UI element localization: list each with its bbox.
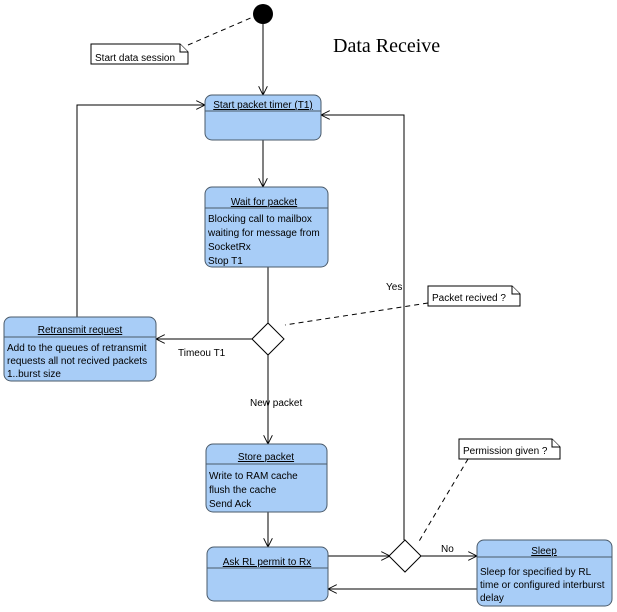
state-body-line: 1..burst size [7,369,61,380]
state-ask-rl-permit: Ask RL permit to Rx [206,546,329,602]
state-wait-for-packet: Wait for packet Blocking call to mailbox… [204,186,329,268]
initial-node [253,4,273,24]
edge-yes-to-timer [321,115,405,540]
state-body-line: delay [480,593,504,604]
state-store-packet: Store packet Write to RAM cache flush th… [205,443,328,513]
note-connector-start [187,16,254,46]
state-body-line: Stop T1 [208,256,243,267]
diagram-title: Data Receive [333,35,440,57]
svg-text:Permission given ?: Permission given ? [463,446,548,457]
state-body-line: Sleep for specified by RL [480,567,592,578]
note-packet-received: Packet recived ? [427,285,521,307]
state-retransmit-request: Retransmit request Add to the queues of … [3,316,157,382]
decision-packet-received [251,322,285,356]
svg-text:Start data session: Start data session [95,53,175,64]
note-connector-packet [284,302,429,326]
state-title: Start packet timer (T1) [213,100,312,111]
state-body-line: SocketRx [208,242,251,253]
state-body-line: Add to the queues of retransmit [7,343,147,354]
state-body-line: requests all not recived packets [7,356,147,367]
state-start-packet-timer: Start packet timer (T1) [204,94,322,141]
edge-label-no: No [441,544,454,555]
edge-label-new-packet: New packet [250,398,302,409]
state-body-line: Write to RAM cache [209,471,298,482]
state-title: Ask RL permit to Rx [223,557,312,568]
decision-permission [388,539,422,573]
state-title: Wait for packet [231,197,298,208]
note-connector-permission [417,458,469,544]
state-body-line: Send Ack [209,499,252,510]
state-title: Sleep [531,546,557,557]
edge-label-timeout: Timeou T1 [178,348,226,359]
edge-retransmit-to-timer [76,105,205,317]
note-permission-given: Permission given ? [458,438,561,460]
svg-text:Packet recived ?: Packet recived ? [432,293,506,304]
state-body-line: Blocking call to mailbox [208,214,312,225]
state-title: Retransmit request [38,325,123,336]
state-body-line: waiting for message from [207,228,320,239]
note-start-session: Start data session [90,43,189,65]
state-body-line: time or configured interburst [480,580,605,591]
state-sleep: Sleep Sleep for specified by RL time or … [476,539,613,607]
edge-label-yes: Yes [386,282,402,293]
state-body-line: flush the cache [209,485,277,496]
state-title: Store packet [238,452,294,463]
